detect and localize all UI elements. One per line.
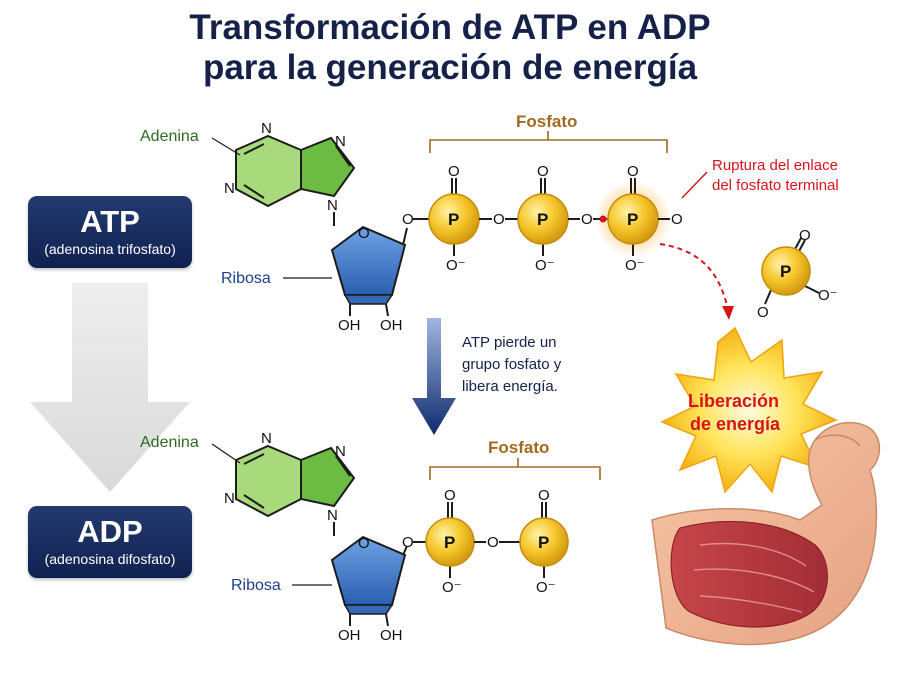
adp-adenine-label: Adenina — [140, 434, 199, 451]
process-note-line-3: libera energía. — [462, 378, 558, 395]
atp-p3-atom: P — [627, 210, 638, 229]
adp-oh1-atom: OH — [338, 627, 361, 644]
adp-o-link2-atom: O — [487, 534, 499, 551]
released-o3-atom: O — [757, 304, 769, 321]
adp-n4-atom: N — [327, 507, 338, 524]
adp-badge-subtitle: (adenosina difosfato) — [44, 551, 176, 567]
energy-burst: Liberación de energía — [660, 326, 838, 494]
energy-line-2: de energía — [690, 414, 781, 434]
atp-o-link1-atom: O — [402, 211, 414, 228]
atp-n4-atom: N — [327, 197, 338, 214]
adp-badge-title: ADP — [77, 514, 143, 549]
atp-n1-atom: N — [261, 120, 272, 137]
page-title: Transformación de ATP en ADP para la gen… — [0, 8, 900, 88]
adp-oh2-atom: OH — [380, 627, 403, 644]
adp-phosphate-1: P O O⁻ — [425, 487, 475, 596]
released-o1-atom: O — [799, 227, 811, 244]
bond-break-line-1: Ruptura del enlace — [712, 157, 838, 174]
title-line-1: Transformación de ATP en ADP — [189, 8, 711, 47]
atp-ribose: O OH OH — [330, 225, 408, 334]
adp-adenine: N N N N — [224, 430, 356, 536]
adp-p2-atom: P — [538, 533, 549, 552]
atp-p1-o-bottom: O⁻ — [446, 257, 466, 274]
atp-phosphate-1: P O O⁻ — [428, 163, 480, 274]
released-phosphate: P O O⁻ O — [757, 227, 838, 321]
energy-line-1: Liberación — [688, 391, 779, 411]
adp-phosphate-bracket — [429, 466, 601, 480]
starburst-icon — [660, 326, 838, 494]
adp-badge: ADP (adenosina difosfato) — [28, 506, 192, 578]
atp-phosphate-3: P O O⁻ — [595, 163, 671, 274]
atp-p2-atom: P — [537, 210, 548, 229]
process-note-line-1: ATP pierde un — [462, 334, 557, 351]
adp-ribose: O OH OH — [330, 535, 408, 644]
atp-p2-o-bottom: O⁻ — [535, 257, 555, 274]
atp-p1-o-top: O — [448, 163, 460, 180]
atp-phosphate-label: Fosfato — [516, 112, 577, 131]
adp-ribose-o-atom: O — [358, 535, 370, 552]
atp-adenine-label: Adenina — [140, 128, 199, 145]
atp-phosphate-2: P O O⁻ — [517, 163, 569, 274]
flexed-arm-icon — [651, 421, 881, 646]
adp-ribose-label: Ribosa — [231, 577, 281, 594]
atp-o-link2-atom: O — [493, 211, 505, 228]
process-note-line-2: grupo fosfato y — [462, 356, 562, 373]
adp-n2-atom: N — [224, 490, 235, 507]
atp-molecule: N N N N Adenina O OH OH Ribosa O P — [140, 112, 683, 334]
atp-oh1-atom: OH — [338, 317, 361, 334]
adp-p1-atom: P — [444, 533, 455, 552]
atp-phosphate-bracket — [429, 139, 668, 153]
atp-o-link3-atom: O — [581, 211, 593, 228]
atp-p1-atom: P — [448, 210, 459, 229]
atp-p3-o-bottom: O⁻ — [625, 257, 645, 274]
adp-p2-o-top: O — [538, 487, 550, 504]
atp-p2-o-top: O — [537, 163, 549, 180]
atp-n2-atom: N — [224, 180, 235, 197]
released-o2-atom: O⁻ — [818, 287, 838, 304]
atp-to-adp-arrow — [30, 283, 190, 492]
adp-phosphate-label: Fosfato — [488, 438, 549, 457]
adp-n1-atom: N — [261, 430, 272, 447]
adp-molecule: N N N N Adenina O OH OH Ribosa O P O — [140, 430, 601, 644]
title-line-2: para la generación de energía — [202, 48, 698, 87]
adp-phosphate-2: P O O⁻ — [519, 487, 569, 596]
atp-badge: ATP (adenosina trifosfato) — [28, 196, 192, 268]
adp-n3-atom: N — [335, 443, 346, 460]
atp-o-terminal-atom: O — [671, 211, 683, 228]
atp-badge-subtitle: (adenosina trifosfato) — [44, 241, 176, 257]
process-arrow — [412, 318, 456, 435]
atp-adenine: N N N N — [224, 120, 356, 226]
atp-oh2-atom: OH — [380, 317, 403, 334]
released-p-atom: P — [780, 262, 791, 281]
released-phosphate-arrow — [659, 243, 729, 311]
adp-p1-o-top: O — [444, 487, 456, 504]
adp-p1-o-bottom: O⁻ — [442, 579, 462, 596]
bond-break-line-2: del fosfato terminal — [712, 177, 839, 194]
atp-badge-title: ATP — [80, 204, 140, 239]
bond-break-marker — [599, 215, 607, 223]
atp-ribose-o-atom: O — [358, 225, 370, 242]
atp-ribose-label: Ribosa — [221, 270, 271, 287]
adp-o-link1-atom: O — [402, 534, 414, 551]
atp-n3-atom: N — [335, 133, 346, 150]
adp-p2-o-bottom: O⁻ — [536, 579, 556, 596]
atp-p3-o-top: O — [627, 163, 639, 180]
